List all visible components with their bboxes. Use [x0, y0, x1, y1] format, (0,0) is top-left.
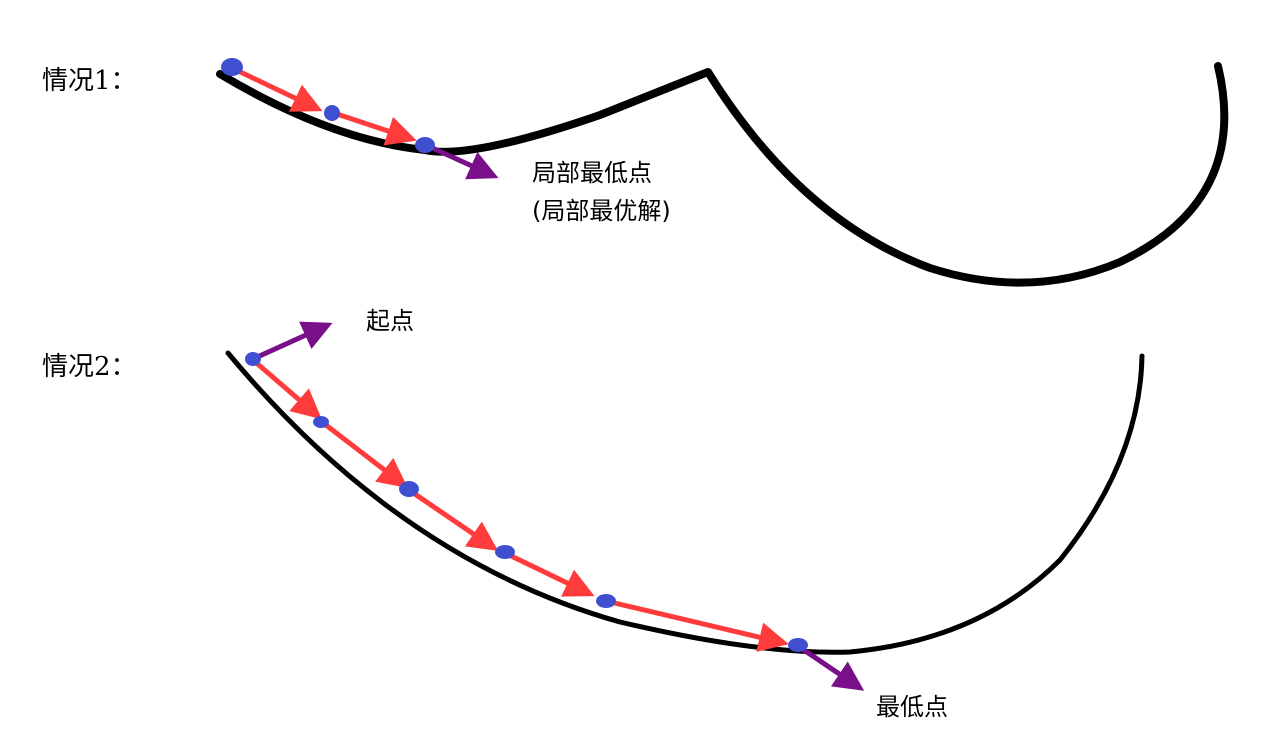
case2-step-arrow-5 — [605, 598, 789, 652]
case1-annotation-line1: 局部最低点 — [532, 159, 652, 187]
case1-point-2 — [324, 105, 340, 121]
case2-diagram — [225, 321, 1145, 691]
case2-point-2 — [313, 416, 329, 428]
case2-start-label: 起点 — [366, 307, 414, 335]
case2-point-6 — [788, 638, 808, 652]
case1-step-arrow-2 — [333, 110, 417, 146]
case1-point-3 — [415, 137, 435, 153]
case1-point-1 — [221, 58, 243, 76]
case2-step-arrow-2 — [320, 420, 408, 489]
case2-point-3 — [399, 481, 419, 497]
case2-point-5 — [596, 594, 616, 608]
case2-point-4 — [495, 545, 515, 559]
case2-point-1 — [245, 352, 261, 366]
case1-step-arrow-1 — [230, 65, 323, 112]
case2-step-arrow-4 — [503, 550, 595, 597]
case1-diagram — [216, 58, 1229, 287]
case2-curve — [225, 350, 1145, 655]
case1-curve — [216, 62, 1229, 287]
case2-min-label: 最低点 — [876, 693, 948, 721]
case1-pointer-arrow — [426, 143, 499, 180]
case2-step-arrow-3 — [407, 487, 499, 551]
case2-min-pointer-arrow — [796, 643, 865, 691]
case2-start-pointer-arrow — [251, 321, 333, 362]
case1-label: 情况1： — [42, 66, 137, 96]
case2-step-arrow-1 — [251, 358, 322, 420]
case1-annotation-line2: (局部最优解) — [532, 197, 671, 225]
case2-label: 情况2： — [42, 352, 137, 382]
